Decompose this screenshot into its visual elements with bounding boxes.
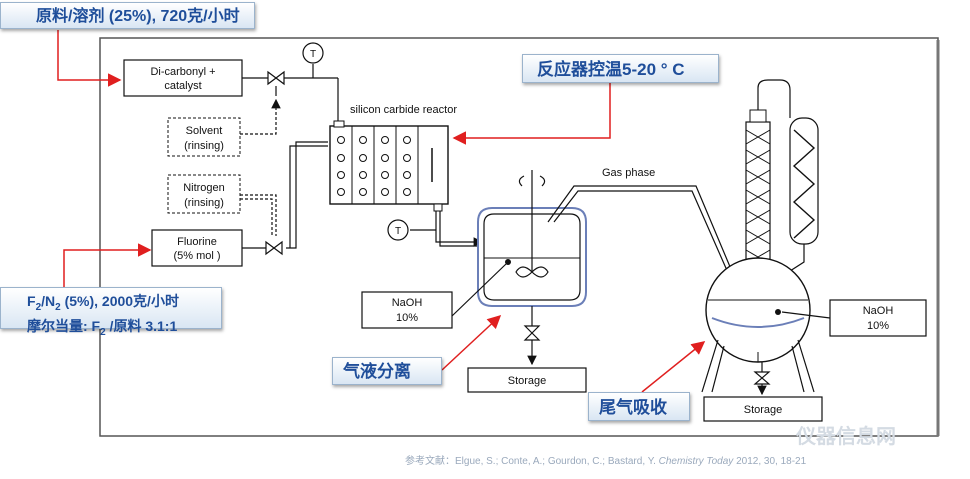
separator-valve-icon (523, 325, 541, 341)
thermometer-mid: T (387, 219, 409, 241)
nitrogen-label-1: Nitrogen (183, 182, 225, 194)
reference-citation: 参考文献：Elgue, S.; Conte, A.; Gourdon, C.; … (405, 452, 806, 467)
fluorine-label-2: (5% mol ) (173, 250, 220, 262)
scrubber-flask (701, 257, 815, 393)
reactor-outlet-line (410, 211, 484, 247)
fluorine-callout-sub2: 2 (55, 301, 61, 313)
scrubber-valve-icon (753, 371, 771, 385)
solvent-label-1: Solvent (186, 125, 223, 137)
dicarbonyl-label-1: Di-carbonyl + (150, 66, 215, 78)
temperature-callout-text: 反应器控温5-20 ° C (537, 60, 685, 79)
fluorine-callout-sub3: 2 (100, 326, 106, 338)
fluorine-callout-ratio: /原料 3.1:1 (105, 317, 178, 334)
gas-phase-label: Gas phase (602, 167, 655, 179)
reference-prefix: 参考文献：Elgue, S.; Conte, A.; Gourdon, C.; … (405, 456, 659, 467)
feed-callout: 原料/溶剂 (25%), 720克/小时 (0, 2, 255, 29)
solvent-box: Solvent (rinsing) (167, 117, 241, 157)
watermark: 仪器信息网 (796, 420, 896, 449)
feed-callout-arrow (57, 30, 122, 87)
naoh-right-label-2: 10% (867, 320, 889, 332)
thermometer-top-label: T (310, 49, 316, 60)
tail-gas-callout-arrow (641, 341, 706, 393)
reactor-label: silicon carbide reactor (350, 104, 457, 116)
tail-gas-callout-text: 尾气吸收 (599, 398, 667, 417)
gas-phase-line (547, 185, 745, 301)
storage-left: Storage (467, 367, 587, 393)
reference-journal: Chemistry Today (658, 456, 734, 467)
fluorine-callout-line2: 摩尔当量: F2 /原料 3.1:1 (27, 317, 221, 342)
naoh-left-box: NaOH 10% (361, 291, 453, 329)
fluorine-callout-f: F (27, 293, 36, 309)
fluorine-callout-n: /N (41, 293, 56, 309)
tail-gas-callout: 尾气吸收 (588, 392, 690, 421)
dicarbonyl-label-2: catalyst (164, 80, 201, 92)
reference-suffix: 2012, 30, 18-21 (733, 456, 807, 467)
fluorine-callout: F2/N2 (5%), 2000克/小时 摩尔当量: F2 /原料 3.1:1 (0, 287, 222, 338)
fluorine-label-1: Fluorine (177, 236, 217, 248)
condenser-coil-icon (792, 129, 816, 239)
fluorine-box: Fluorine (5% mol ) (151, 229, 243, 267)
stirrer-impeller-icon (515, 266, 549, 278)
temperature-callout-arrow (452, 83, 611, 145)
fluorine-callout-sub1: 2 (35, 301, 42, 313)
separation-callout-text: 气液分离 (343, 362, 411, 381)
naoh-left-label-2: 10% (396, 312, 418, 324)
nitrogen-box: Nitrogen (rinsing) (167, 174, 241, 214)
naoh-right-box: NaOH 10% (829, 299, 927, 337)
temperature-callout: 反应器控温5-20 ° C (522, 54, 719, 83)
fluorine-callout-molar: 摩尔当量: F (27, 317, 101, 334)
storage-left-label: Storage (508, 375, 547, 387)
gas-liquid-separator (477, 170, 587, 307)
fluorine-callout-line1: F2/N2 (5%), 2000克/小时 (27, 292, 221, 317)
feed-valves (265, 70, 285, 256)
feed-lines (240, 77, 339, 249)
naoh-left-label-1: NaOH (392, 297, 423, 309)
silicon-carbide-reactor: silicon carbide reactor (329, 104, 457, 212)
naoh-right-pointer (781, 311, 831, 319)
naoh-left-pointer (451, 263, 507, 317)
fluorine-callout-rate: (5%), 2000克/小时 (60, 293, 179, 309)
nitrogen-label-2: (rinsing) (184, 197, 224, 209)
thermometer-mid-label: T (395, 226, 401, 237)
thermometer-top: T (302, 42, 324, 78)
feed-callout-text: 原料/溶剂 (25%), 720克/小时 (36, 8, 240, 25)
storage-right: Storage (703, 396, 823, 422)
naoh-right-label-1: NaOH (863, 305, 894, 317)
dicarbonyl-valve-icon (267, 70, 285, 86)
callout-arrows (57, 30, 706, 393)
separation-callout: 气液分离 (332, 357, 442, 385)
storage-right-label: Storage (744, 404, 783, 416)
solvent-label-2: (rinsing) (184, 140, 224, 152)
separator-callout-arrow (441, 314, 502, 371)
fluorine-callout-arrow (63, 243, 152, 287)
dicarbonyl-box: Di-carbonyl + catalyst (123, 59, 243, 97)
stirrer-rotation-icon (518, 175, 546, 187)
fluorine-valve-icon (265, 240, 283, 256)
watermark-text: 仪器信息网 (796, 426, 896, 448)
